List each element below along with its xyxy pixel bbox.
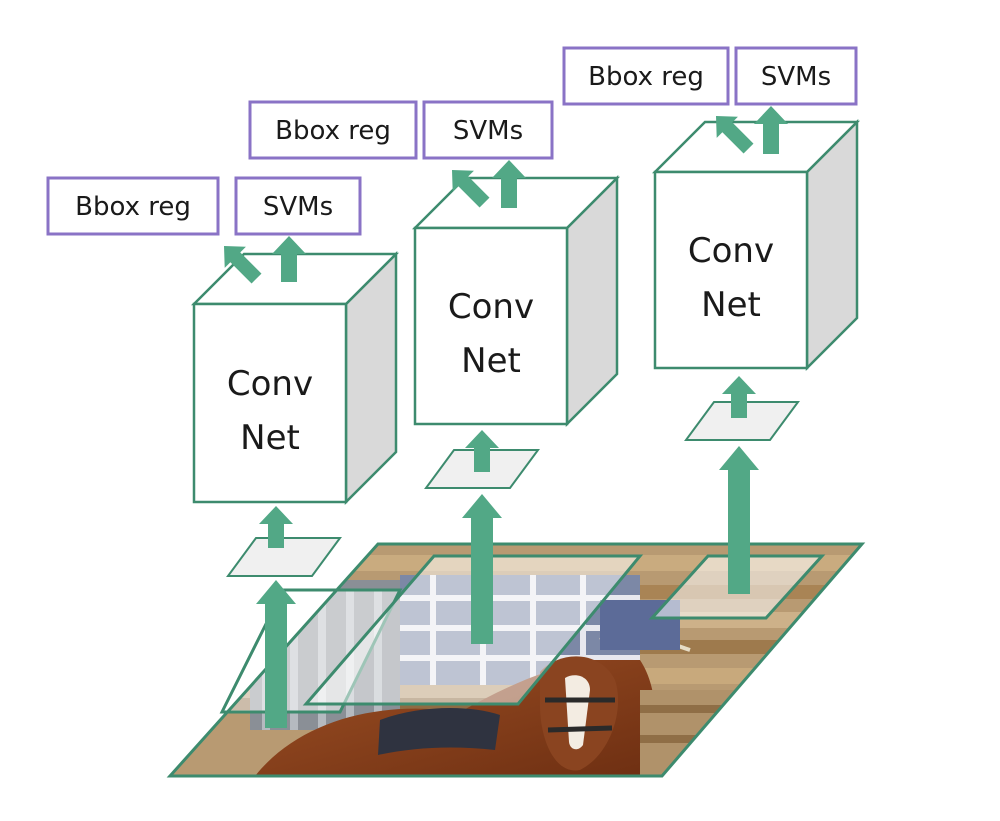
conv-net-label-line2-1: Net [240, 418, 300, 458]
cube-front-2 [413, 226, 569, 426]
bbox-output-arrow-1 [224, 246, 262, 284]
cube-front-1 [192, 302, 348, 504]
region-arrow-1 [256, 580, 296, 728]
region-arrow-2 [462, 494, 502, 644]
patch-arrow-3 [722, 376, 756, 418]
conv-net-label-line2-3: Net [701, 285, 761, 325]
svm-output-arrow-2 [492, 160, 526, 208]
svm-output-arrow-3 [754, 106, 788, 154]
svms-label-2: SVMs [453, 116, 523, 146]
bbox-reg-label-3: Bbox reg [588, 62, 704, 92]
svms-label-1: SVMs [263, 192, 333, 222]
bbox-reg-box-3 [562, 46, 730, 106]
region-arrow-3 [719, 446, 759, 594]
bbox-reg-label-2: Bbox reg [275, 116, 391, 146]
svms-box-2 [422, 100, 554, 160]
bbox-reg-box-2 [248, 100, 418, 160]
bbox-output-arrow-2 [452, 170, 490, 208]
cube-front-3 [653, 170, 809, 370]
conv-net-label-line1-1: Conv [227, 364, 313, 404]
bbox-reg-box-1 [46, 176, 220, 236]
patch-arrow-1 [259, 506, 293, 548]
conv-net-label-line1-2: Conv [448, 287, 534, 327]
svm-output-arrow-1 [272, 236, 306, 282]
bbox-reg-label-1: Bbox reg [75, 192, 191, 222]
conv-net-label-line1-3: Conv [688, 231, 774, 271]
conv-net-label-line2-2: Net [461, 341, 521, 381]
patch-arrow-2 [465, 430, 499, 472]
svms-label-3: SVMs [761, 62, 831, 92]
warped-region-3 [684, 401, 800, 441]
warped-region-1 [226, 537, 342, 577]
bbox-output-arrow-3 [716, 116, 754, 154]
svms-box-3 [734, 46, 858, 106]
svms-box-1 [234, 176, 362, 236]
